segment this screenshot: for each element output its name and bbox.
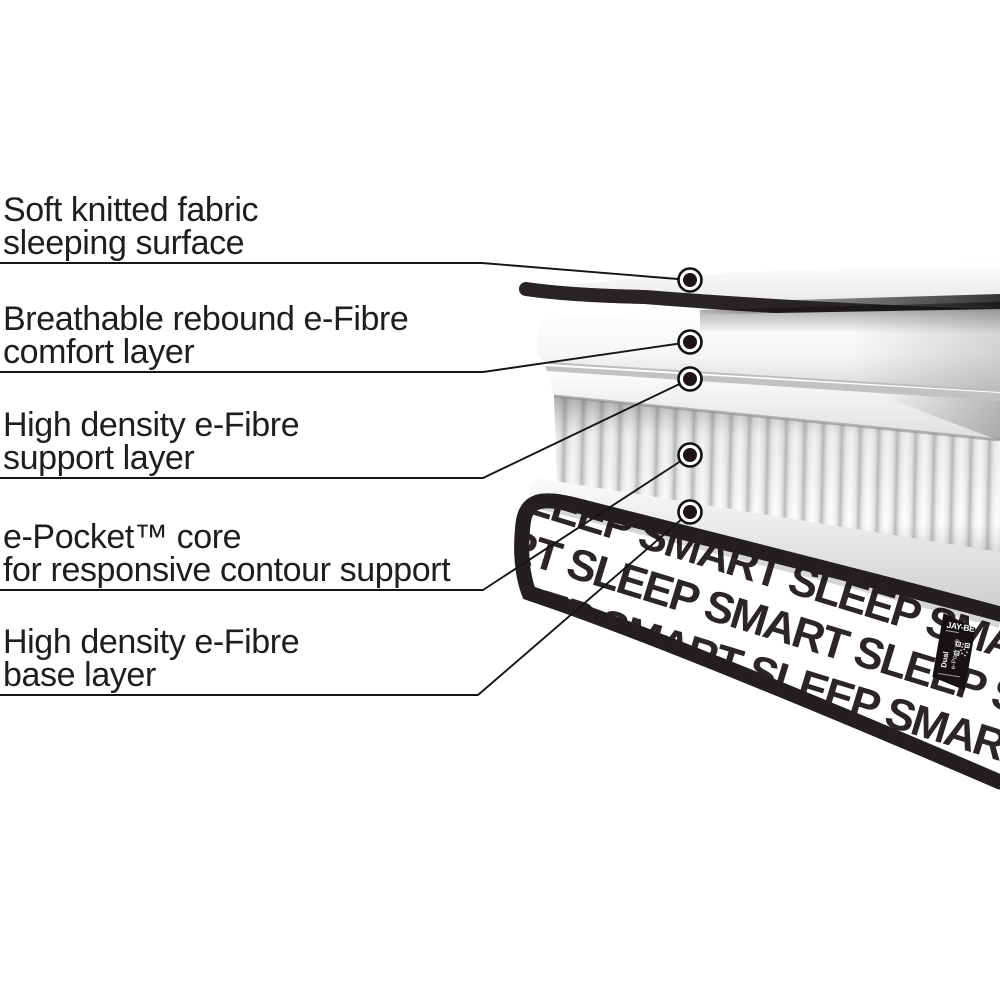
callout-line-comfort-layer [0, 341, 691, 373]
callout-lines [0, 262, 691, 696]
layer-label-comfort-layer: Breathable rebound e-Fibre comfort layer [3, 300, 409, 371]
tag-model-line1: Dual [939, 651, 950, 668]
label-line: sleeping surface [3, 224, 245, 262]
core-piping-rope-texture [514, 493, 1000, 790]
marker-core [677, 442, 703, 468]
label-line: base layer [3, 656, 156, 694]
layer-label-sleeping-surface: Soft knitted fabric sleeping surface [3, 191, 259, 262]
comfort-slab-bottom-edge [547, 362, 1000, 392]
label-line: support layer [3, 439, 195, 477]
callout-line-support-layer [0, 378, 691, 479]
springs-top-edge [553, 394, 1000, 442]
layer-label-base-layer: High density e-Fibre base layer [3, 623, 300, 694]
product-tag: JAY-BE Dual e-Pocket® [932, 612, 976, 691]
label-line: Soft knitted fabric [3, 191, 259, 229]
comfort-slab-right-shade [850, 302, 1000, 391]
callout-line-base-layer [0, 511, 691, 696]
tag-fineprint-line [937, 672, 960, 678]
core-face [527, 500, 1000, 777]
marker-base-layer [677, 499, 703, 525]
label-line: Breathable rebound e-Fibre [3, 300, 409, 338]
layer-label-support-layer: High density e-Fibre support layer [3, 406, 300, 477]
comfort-layer [537, 302, 1000, 392]
tag-body [932, 612, 976, 691]
tag-brand-rule [945, 630, 959, 634]
marker-support-layer [677, 366, 703, 392]
layer-label-core: e-Pocket™ core for responsive contour su… [3, 518, 451, 589]
pattern-row: SMART SLEEP SMART SLEEP SMART SLEEP [300, 718, 1000, 1000]
callout-line-sleeping-surface [0, 262, 691, 281]
callout-line-core [0, 454, 691, 591]
marker-sleeping-surface [677, 267, 703, 293]
cover-band-right-shade [880, 393, 1000, 441]
label-line: High density e-Fibre [3, 623, 300, 661]
cover-band [547, 371, 1000, 441]
spring-unit-top-cover [545, 366, 1000, 441]
tag-brand: JAY-BE [946, 620, 976, 634]
springs-shading [554, 396, 1000, 556]
label-line: comfort layer [3, 333, 195, 371]
qr-code [954, 641, 971, 658]
callout-markers [677, 267, 703, 525]
label-line: High density e-Fibre [3, 406, 300, 444]
label-line: e-Pocket™ core [3, 518, 242, 556]
label-line: for responsive contour support [3, 551, 451, 589]
marker-comfort-layer [677, 329, 703, 355]
pocket-spring-layer [553, 394, 1000, 556]
